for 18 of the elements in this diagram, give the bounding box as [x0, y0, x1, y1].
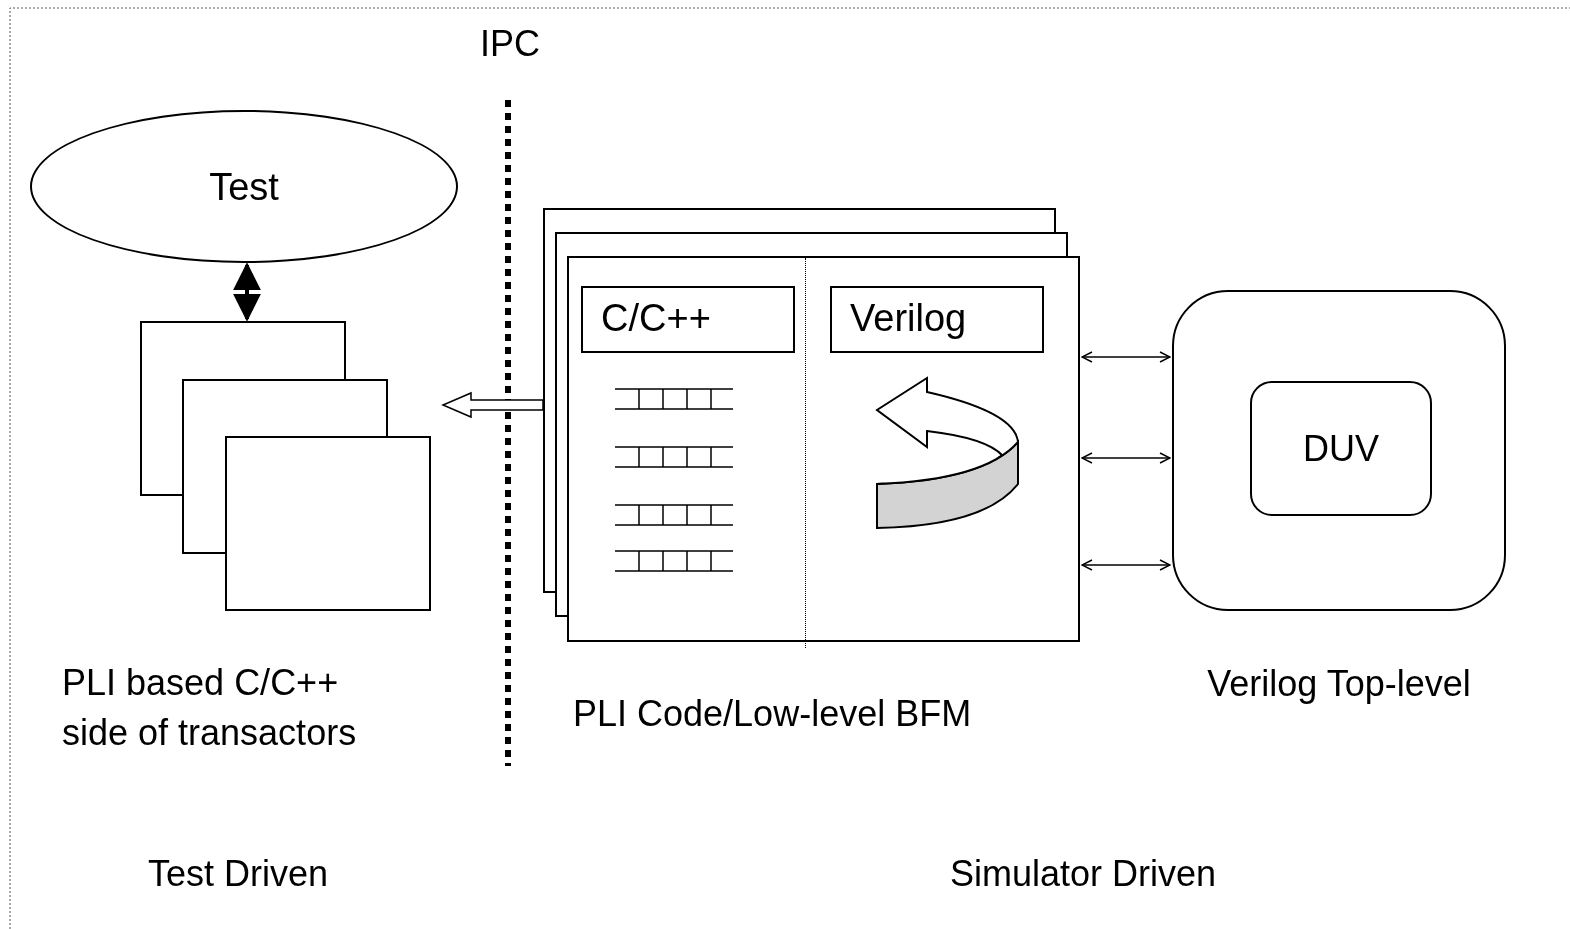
caption-text: Verilog Top-level — [1206, 662, 1472, 706]
double-arrow — [1081, 351, 1171, 363]
double-arrow — [1081, 452, 1171, 464]
duv-box — [1250, 381, 1432, 516]
region-label: Simulator Driven — [950, 852, 1217, 896]
caption-text: PLI Code/Low-level BFM — [573, 692, 972, 736]
caption-text: PLI based C/C++ side of transactors — [62, 661, 358, 755]
double-arrow — [233, 262, 261, 322]
node-text: Verilog — [850, 297, 967, 339]
node-text: Test — [209, 164, 279, 209]
double-arrow — [1081, 559, 1171, 571]
block-arrow — [441, 391, 544, 419]
node-text: DUV — [1303, 426, 1379, 471]
label-box — [581, 286, 795, 353]
node-text: C/C++ — [601, 297, 711, 339]
label-box — [830, 286, 1044, 353]
region-label: Test Driven — [148, 852, 329, 896]
ipc-label: IPC — [480, 22, 540, 66]
